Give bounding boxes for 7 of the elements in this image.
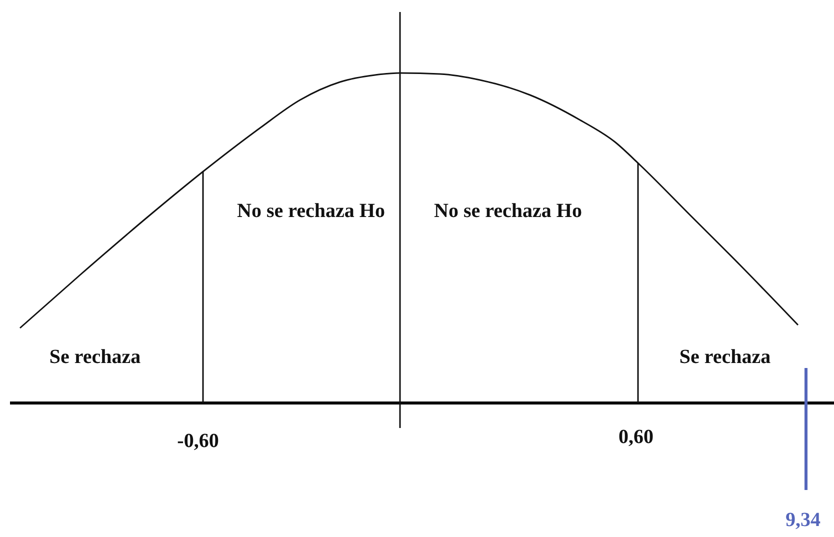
tick-label: -0,60: [176, 429, 220, 454]
region-label: No se rechaza Ho: [433, 199, 583, 224]
tick-label: 0,60: [618, 425, 654, 450]
region-label: No se rechaza Ho: [236, 199, 386, 224]
region-label: Se rechaza: [48, 345, 142, 370]
statistic-value: 9,34: [784, 508, 822, 533]
region-label: Se rechaza: [678, 345, 772, 370]
